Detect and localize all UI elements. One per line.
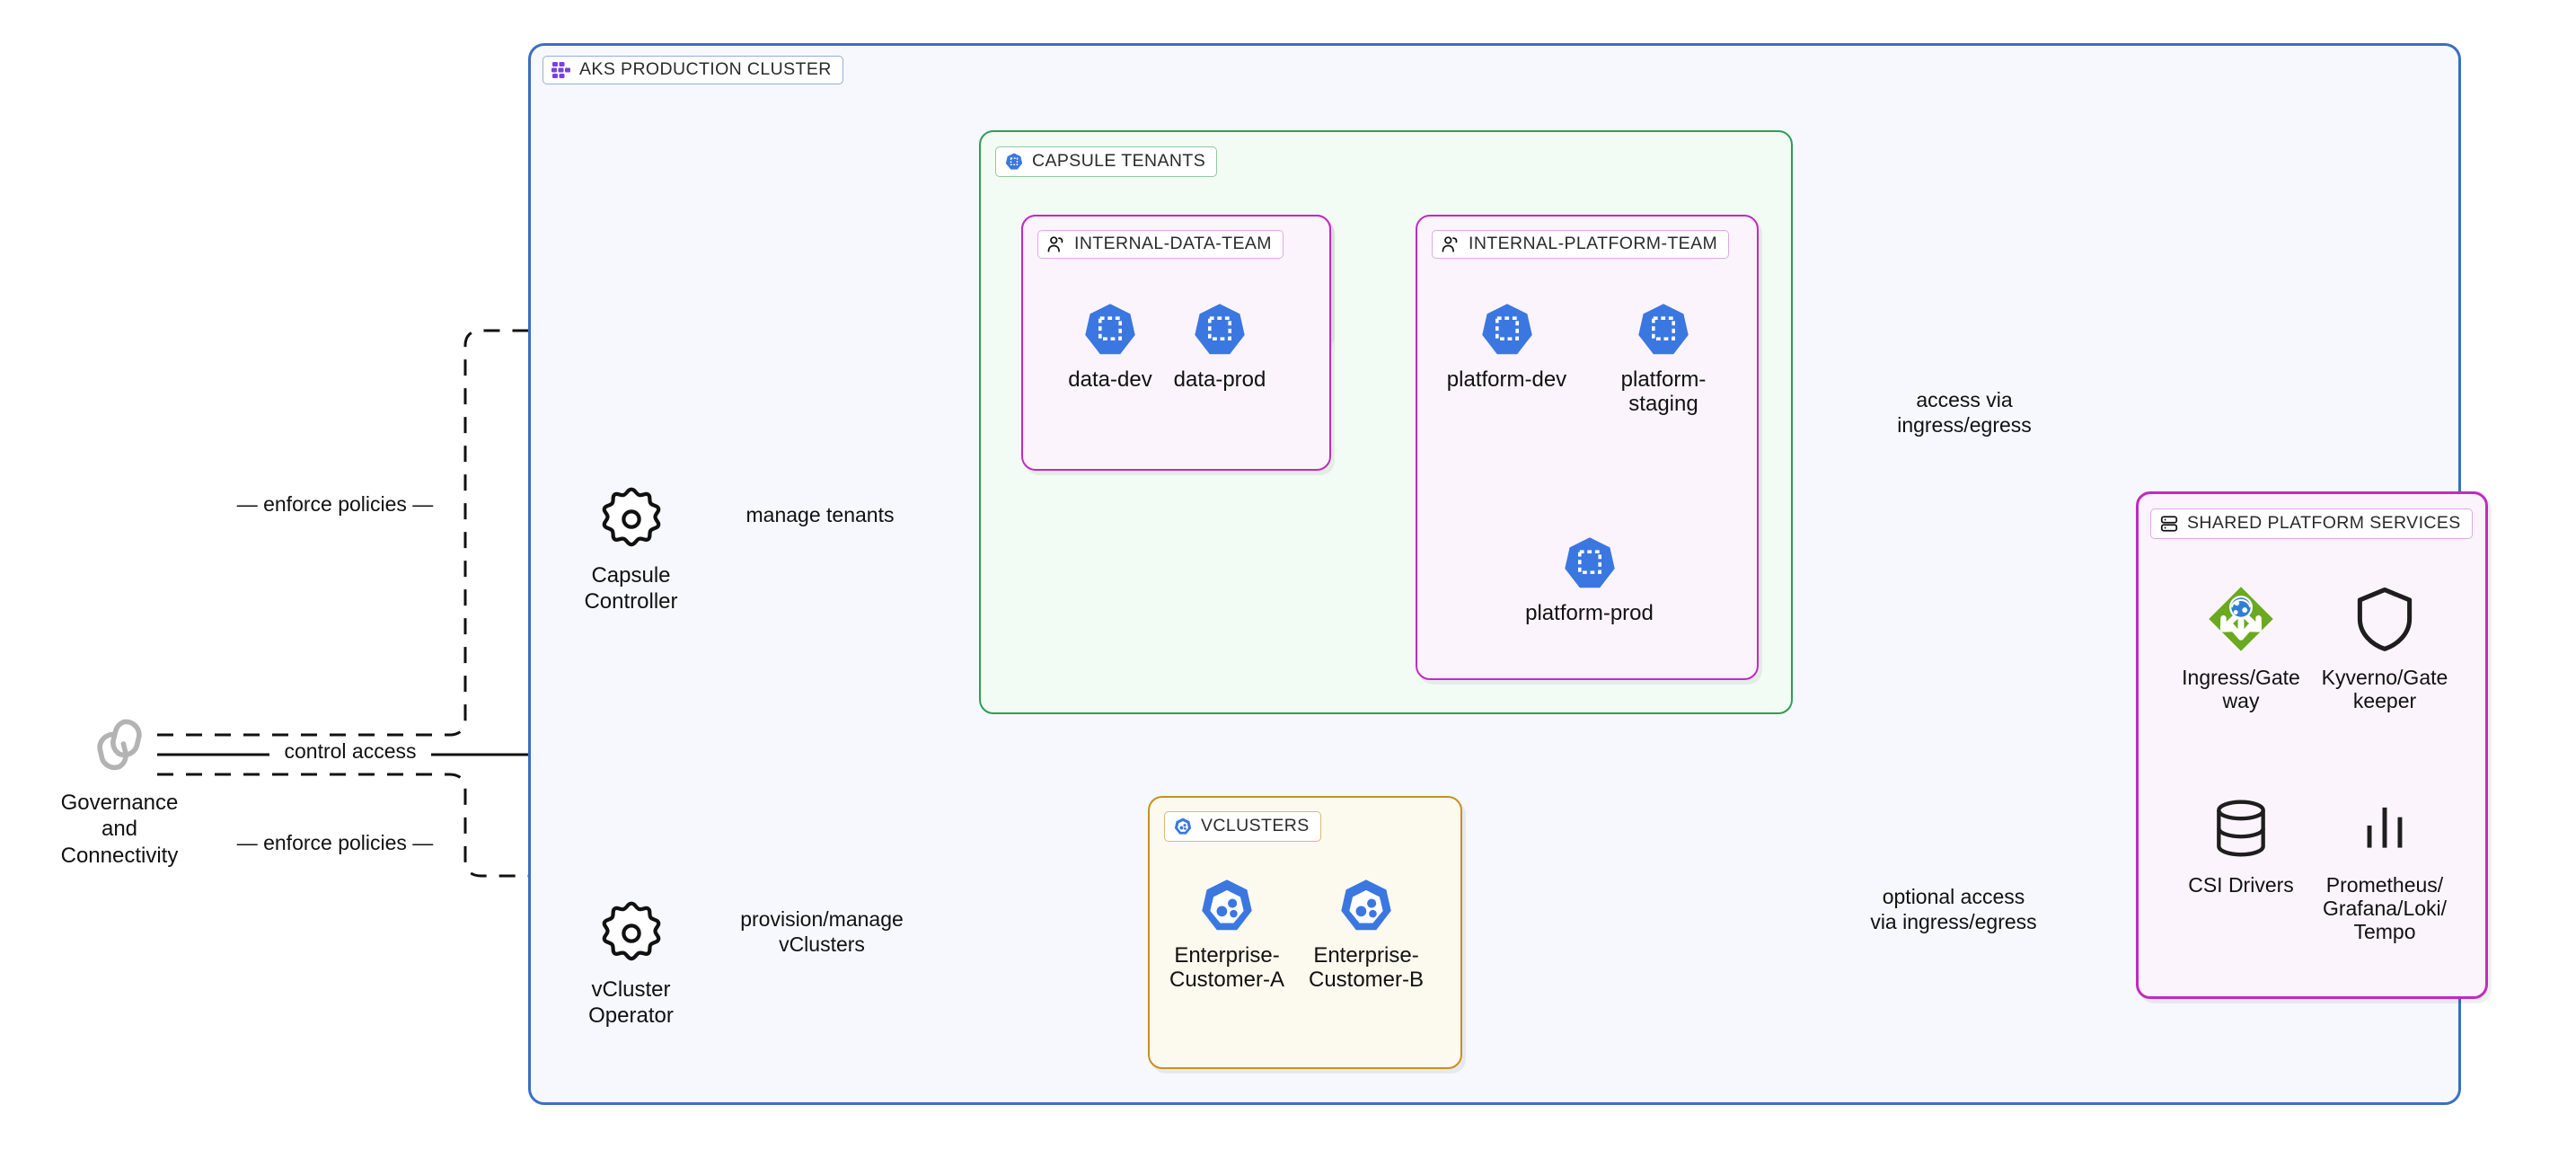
metrics-bars-icon	[2351, 795, 2418, 866]
capsule-tenants-chip[interactable]: CAPSULE TENANTS	[995, 146, 1218, 177]
namespace-label: platform-dev	[1446, 367, 1567, 392]
service-kyverno-gatekeeper[interactable]: Kyverno/Gate keeper	[2317, 584, 2452, 712]
edge-label-manage-tenants: manage tenants	[735, 503, 905, 528]
namespace-node-platform-dev[interactable]: platform-dev	[1437, 301, 1576, 393]
external-node-capsule-controller[interactable]: Capsule Controller	[552, 484, 710, 615]
gear-icon	[595, 898, 667, 973]
internal-platform-team-chip[interactable]: INTERNAL-PLATFORM-TEAM	[1432, 230, 1730, 259]
namespace-label: data-prod	[1173, 367, 1266, 392]
namespace-icon	[1478, 301, 1537, 363]
edge-label-optional-access: optional access via ingress/egress	[1841, 885, 2066, 935]
external-node-label: Governance and Connectivity	[60, 791, 179, 868]
server-rack-icon	[2159, 514, 2179, 534]
shield-icon	[2350, 584, 2420, 658]
external-node-label: vCluster Operator	[588, 977, 674, 1029]
edge-label-enforce-policies-tenants: — enforce policies —	[236, 492, 434, 516]
shared-platform-services-chip[interactable]: SHARED PLATFORM SERVICES	[2150, 508, 2473, 539]
vcluster-label: Enterprise- Customer-A	[1169, 943, 1285, 992]
namespace-node-platform-prod[interactable]: platform-prod	[1515, 535, 1663, 626]
namespace-label: platform- staging	[1620, 367, 1707, 416]
chain-link-icon	[81, 706, 158, 786]
aks-production-cluster-label: AKS PRODUCTION CLUSTER	[579, 59, 832, 80]
internal-data-team-chip[interactable]: INTERNAL-DATA-TEAM	[1037, 230, 1284, 259]
internal-platform-team-box	[1416, 215, 1759, 680]
service-label: CSI Drivers	[2188, 873, 2294, 897]
service-label: Prometheus/ Grafana/Loki/ Tempo	[2322, 873, 2448, 944]
namespace-label: platform-prod	[1525, 601, 1654, 625]
namespace-icon	[1004, 152, 1024, 172]
namespace-icon	[1634, 301, 1693, 363]
external-node-vcluster-operator[interactable]: vCluster Operator	[552, 898, 710, 1030]
namespace-icon	[1560, 535, 1619, 597]
vclusters-label: VCLUSTERS	[1201, 816, 1310, 836]
vcluster-icon	[1173, 817, 1193, 836]
vcluster-icon	[1337, 877, 1396, 939]
shared-platform-services-label: SHARED PLATFORM SERVICES	[2187, 513, 2461, 534]
vcluster-node-enterprise-customer-a[interactable]: Enterprise- Customer-A	[1159, 877, 1295, 993]
service-label: Kyverno/Gate keeper	[2321, 666, 2448, 713]
namespace-node-platform-staging[interactable]: platform- staging	[1601, 301, 1726, 417]
namespace-icon	[1081, 301, 1140, 363]
internal-platform-team-label: INTERNAL-PLATFORM-TEAM	[1469, 234, 1718, 254]
edge-label-control-access: control access	[269, 739, 431, 765]
shared-platform-services-box	[2136, 491, 2488, 999]
vclusters-chip[interactable]: VCLUSTERS	[1164, 811, 1321, 842]
service-label: Ingress/Gate way	[2182, 666, 2300, 713]
database-cylinder-icon	[2208, 795, 2274, 866]
edge-label-access-via-ingress-egress: access via ingress/egress	[1897, 388, 2032, 437]
service-observability-stack[interactable]: Prometheus/ Grafana/Loki/ Tempo	[2317, 795, 2452, 944]
external-node-governance[interactable]: Governance and Connectivity	[34, 706, 205, 869]
edge-label-provision-manage-vclusters: provision/manage vClusters	[719, 907, 925, 958]
external-node-label: Capsule Controller	[584, 563, 678, 614]
vcluster-node-enterprise-customer-b[interactable]: Enterprise- Customer-B	[1298, 877, 1434, 993]
internal-data-team-label: INTERNAL-DATA-TEAM	[1074, 234, 1272, 254]
vcluster-label: Enterprise- Customer-B	[1308, 943, 1425, 992]
edge-label-enforce-policies-vclusters: — enforce policies —	[236, 831, 434, 854]
ingress-gateway-icon	[2206, 584, 2276, 658]
aks-production-cluster-chip[interactable]: AKS PRODUCTION CLUSTER	[543, 56, 843, 84]
kubernetes-cluster-icon	[551, 61, 571, 79]
gear-icon	[595, 484, 667, 559]
service-ingress-gateway[interactable]: Ingress/Gate way	[2174, 584, 2308, 712]
namespace-node-data-dev[interactable]: data-dev	[1058, 301, 1162, 393]
users-icon	[1441, 235, 1460, 253]
namespace-node-data-prod[interactable]: data-prod	[1163, 301, 1276, 393]
service-csi-drivers[interactable]: CSI Drivers	[2174, 795, 2308, 897]
vcluster-icon	[1197, 877, 1257, 939]
namespace-label: data-dev	[1068, 367, 1152, 392]
namespace-icon	[1190, 301, 1249, 363]
users-icon	[1046, 235, 1066, 253]
capsule-tenants-label: CAPSULE TENANTS	[1032, 151, 1206, 172]
